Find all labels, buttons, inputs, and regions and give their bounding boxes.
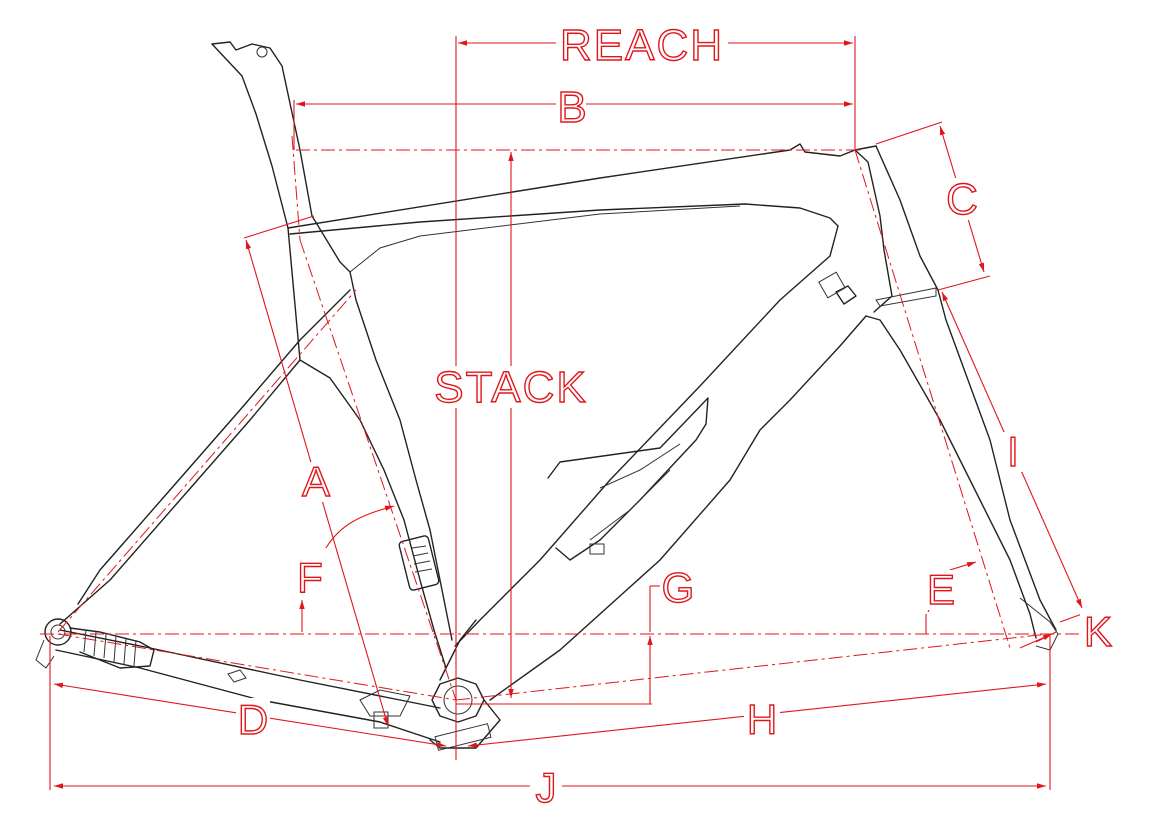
i-label: I <box>1007 428 1019 475</box>
headset-top <box>875 287 937 307</box>
h-label: H <box>747 696 777 743</box>
k-label: K <box>1084 608 1112 655</box>
seat-tube-mount <box>398 535 440 591</box>
top-tube <box>287 143 877 229</box>
rear-derailleur-hanger <box>35 639 55 669</box>
reach-label-bg <box>556 22 728 66</box>
seat-mast <box>211 41 351 273</box>
construction-lines <box>40 135 1080 701</box>
down-tube <box>454 225 839 647</box>
k-label-bg <box>1080 612 1114 652</box>
g-label: G <box>662 564 695 611</box>
j-label-bg <box>530 768 562 808</box>
rear-axle <box>50 624 66 640</box>
head-tube-logo <box>835 285 857 305</box>
a-label-bg <box>300 462 334 502</box>
seat-stay <box>59 227 301 625</box>
f-label: F <box>297 554 323 601</box>
h-label-bg <box>744 700 780 740</box>
c-extension-bottom <box>937 275 991 291</box>
c-label: C <box>946 175 978 224</box>
d-label-bg <box>236 698 270 740</box>
down-tube-axis <box>455 633 1049 701</box>
axle-knurling <box>83 629 137 667</box>
dimension-lines <box>49 36 1083 790</box>
f-label-bg <box>294 556 328 598</box>
cable-bracket <box>547 397 709 561</box>
g-label-bg <box>660 568 694 608</box>
bracket-bolt <box>589 543 605 555</box>
head-tube <box>854 149 893 313</box>
stack-label: STACK <box>434 363 587 412</box>
top-tube-lower <box>289 203 839 235</box>
c-label-bg <box>944 178 978 220</box>
bb-cable-guide <box>434 723 492 751</box>
chainstay-logo <box>227 669 247 683</box>
seat-tube-axis-top <box>291 135 301 241</box>
a-label: A <box>302 458 330 505</box>
b-label: B <box>557 83 586 132</box>
seat-mast-front <box>211 43 289 229</box>
a-extension-top <box>243 215 315 239</box>
seat-tube <box>299 359 447 669</box>
i-label-bg <box>1000 432 1026 472</box>
head-tube-badge <box>818 271 846 299</box>
j-label: J <box>536 764 557 811</box>
b-label-bg <box>556 84 586 126</box>
rear-dropout <box>44 618 72 646</box>
thru-axle <box>69 627 155 669</box>
reach-label: REACH <box>560 21 724 70</box>
cable-bracket-detail <box>589 443 681 541</box>
top-tube-inner <box>349 205 741 273</box>
head-tube-front <box>875 145 939 291</box>
c-extension-top <box>875 121 943 145</box>
seat-clamp-bolt <box>256 46 268 58</box>
stack-label-bg <box>426 366 598 408</box>
d-label: D <box>238 696 268 743</box>
dimension-labels: REACH B STACK C A F G E I K D H J <box>236 20 1114 812</box>
down-tube-lower <box>489 315 867 701</box>
f-leader-arc <box>325 505 395 549</box>
e-label-bg <box>924 570 958 610</box>
seat-tube-mount-slots <box>411 545 433 573</box>
e-label: E <box>927 566 955 613</box>
k-arrow <box>1019 633 1053 649</box>
